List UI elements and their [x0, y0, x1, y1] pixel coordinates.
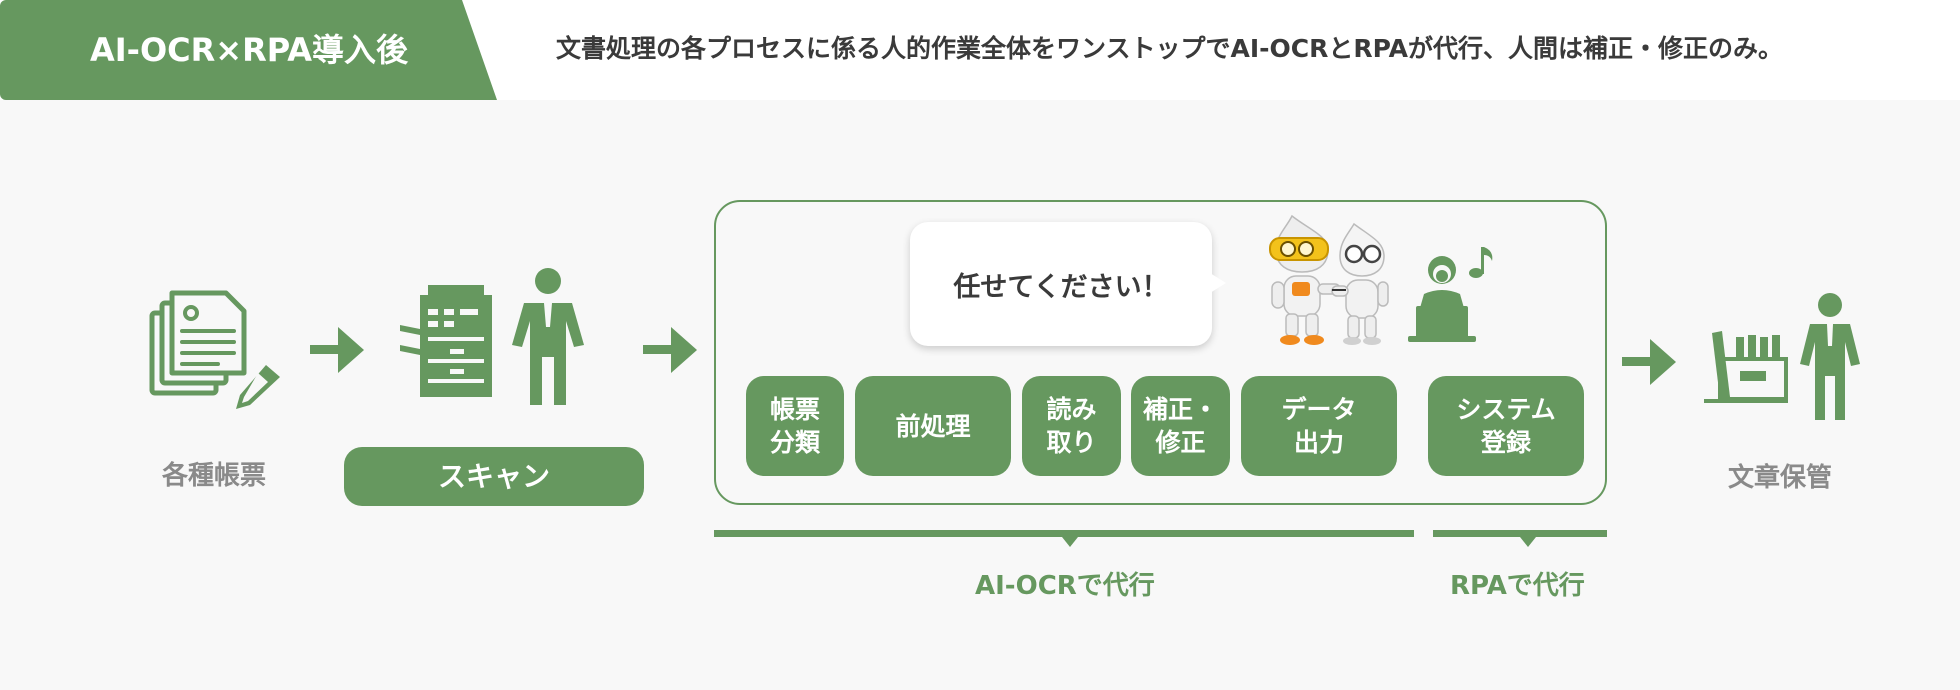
speech-bubble: 任せてください！: [910, 222, 1212, 346]
ai-ocr-bracket-tip: [1062, 537, 1078, 547]
filing-icon: [1704, 331, 1788, 403]
copier-icon: [400, 285, 492, 397]
rpa-bracket: [1433, 530, 1607, 537]
step-form-classification: 帳票 分類: [746, 376, 844, 476]
arrow-right-icon: [1622, 339, 1676, 385]
music-note-icon: [1469, 247, 1493, 278]
headline-text: 文書処理の各プロセスに係る人的作業全体をワンストップでAI-OCRとRPAが代行…: [556, 34, 1784, 63]
rpa-bracket-tip: [1520, 537, 1536, 547]
documents-label: 各種帳票: [162, 461, 267, 491]
robot-icon: [1269, 214, 1389, 345]
scan-button: スキャン: [344, 447, 644, 506]
storage-label: 文章保管: [1728, 463, 1833, 493]
rpa-label: RPAで代行: [1450, 571, 1585, 601]
step-system-registration: システム 登録: [1428, 376, 1584, 476]
person-icon: [1800, 293, 1860, 420]
speech-bubble-tail: [1210, 273, 1226, 293]
person-icon: [512, 268, 584, 405]
step-correction: 補正・ 修正: [1131, 376, 1230, 476]
arrow-right-icon: [310, 327, 364, 373]
operator-laptop-icon: [1408, 256, 1476, 342]
title-tag: [0, 0, 497, 100]
page-title: AI-OCR×RPA導入後: [90, 31, 409, 69]
arrow-right-icon: [643, 327, 697, 373]
ai-ocr-bracket: [714, 530, 1414, 537]
step-reading: 読み 取り: [1022, 376, 1121, 476]
documents-icon: [149, 290, 280, 409]
step-data-output: データ 出力: [1241, 376, 1397, 476]
step-preprocessing: 前処理: [855, 376, 1011, 476]
ai-ocr-label: AI-OCRで代行: [975, 571, 1155, 601]
